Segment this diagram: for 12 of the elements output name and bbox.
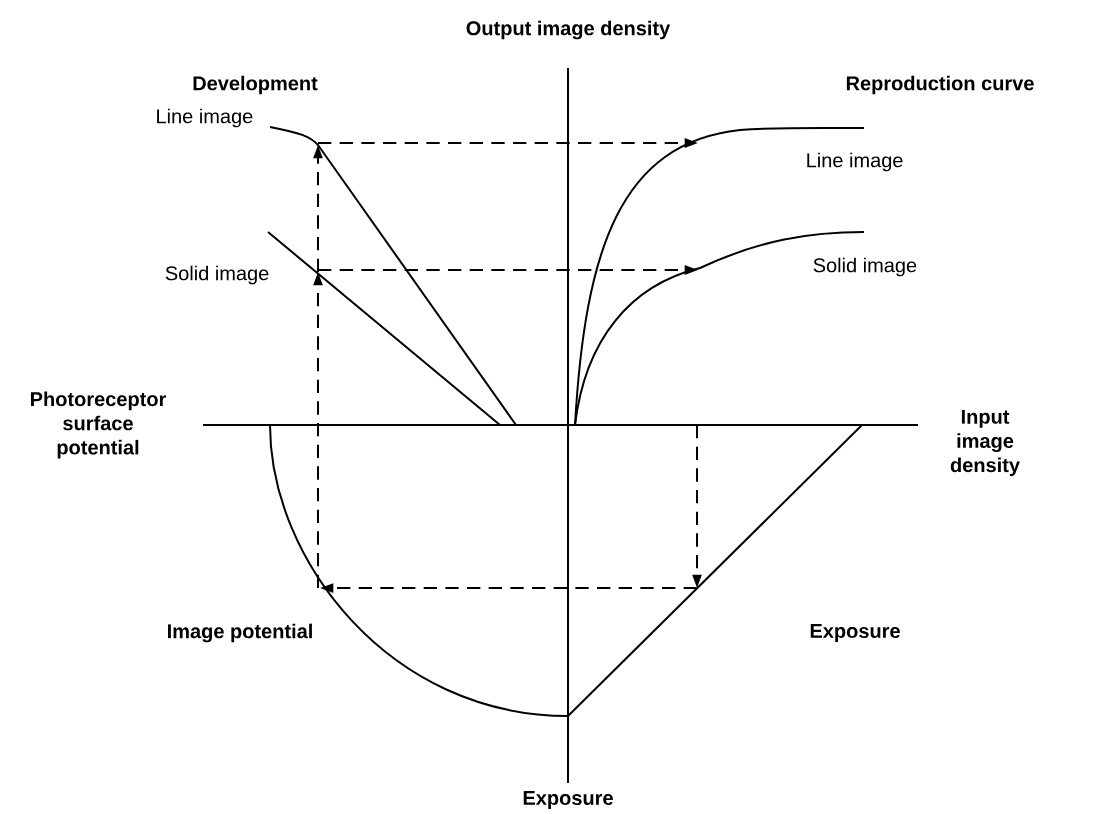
curve-label: Solid image [813,257,917,277]
quadrant-title: Image potential [168,623,312,643]
axis-label: Exposure [523,791,613,809]
quadrant-title: Exposure [810,624,900,642]
axis-label: Photoreceptor surface potential [31,391,167,459]
quadrant-title: Reproduction curve [846,75,1034,95]
curve-label: Line image [807,152,903,172]
quadrant-title: Development [193,75,318,95]
curve-label: Solid image [165,265,269,285]
curve-label: Line image [157,108,253,128]
axis-label: Output image density [466,20,671,40]
axis-label: Input image density [950,409,1020,477]
